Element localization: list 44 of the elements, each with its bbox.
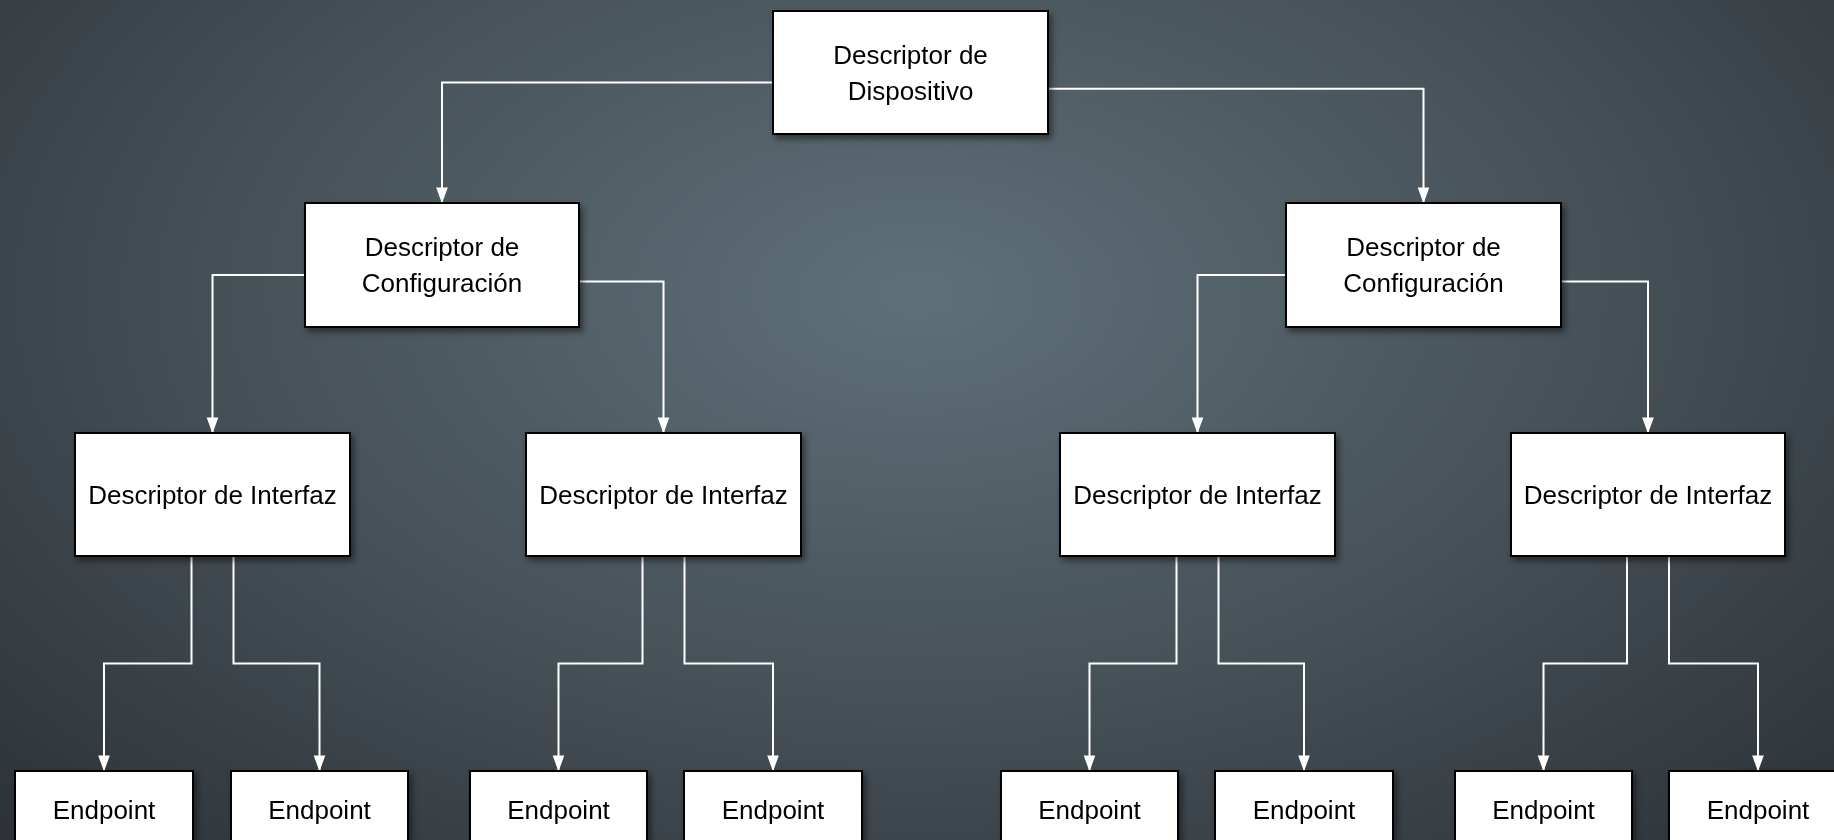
node-label: Endpoint xyxy=(1706,794,1810,827)
node-label: Endpoint xyxy=(1038,794,1141,827)
arrow xyxy=(1083,556,1178,772)
node-label: Descriptor de Configuración xyxy=(360,231,524,300)
arrow xyxy=(98,556,193,772)
node-label: Descriptor de Dispositivo xyxy=(832,38,989,108)
node-label: Endpoint xyxy=(507,794,610,827)
arrow xyxy=(579,280,670,434)
arrow xyxy=(1048,87,1430,204)
arrow xyxy=(1217,556,1310,772)
descriptor-box xyxy=(525,432,802,557)
endpoint-box xyxy=(230,770,409,840)
arrow xyxy=(436,81,773,204)
endpoint-box xyxy=(1214,770,1394,840)
node-label: Descriptor de Interfaz xyxy=(88,478,337,512)
descriptor-box xyxy=(74,432,351,557)
arrow xyxy=(1191,274,1286,434)
node-label: Descriptor de Interfaz xyxy=(1073,478,1322,512)
arrow xyxy=(1668,556,1764,772)
descriptor-box xyxy=(1059,432,1336,557)
arrow xyxy=(1537,556,1628,772)
endpoint-box xyxy=(469,770,648,840)
endpoint-box xyxy=(14,770,194,840)
arrow xyxy=(1561,280,1654,434)
arrow xyxy=(552,556,644,772)
endpoint-box xyxy=(683,770,863,840)
arrow xyxy=(206,274,305,434)
node-label: Descriptor de Interfaz xyxy=(1523,478,1773,512)
endpoint-box xyxy=(1000,770,1179,840)
descriptor-box xyxy=(304,202,580,328)
node-label: Endpoint xyxy=(268,794,371,827)
endpoint-box xyxy=(1668,770,1834,840)
node-label: Descriptor de Interfaz xyxy=(539,478,788,512)
descriptor-box xyxy=(1510,432,1786,557)
node-label: Endpoint xyxy=(1252,794,1356,827)
endpoint-box xyxy=(1454,770,1633,840)
descriptor-box xyxy=(772,10,1049,135)
descriptor-box xyxy=(1285,202,1562,328)
arrow xyxy=(683,556,779,772)
arrow xyxy=(232,556,326,772)
node-label: Endpoint xyxy=(52,794,156,827)
node-label: Endpoint xyxy=(721,794,825,827)
node-label: Descriptor de Configuración xyxy=(1342,231,1505,300)
node-label: Endpoint xyxy=(1492,794,1595,827)
